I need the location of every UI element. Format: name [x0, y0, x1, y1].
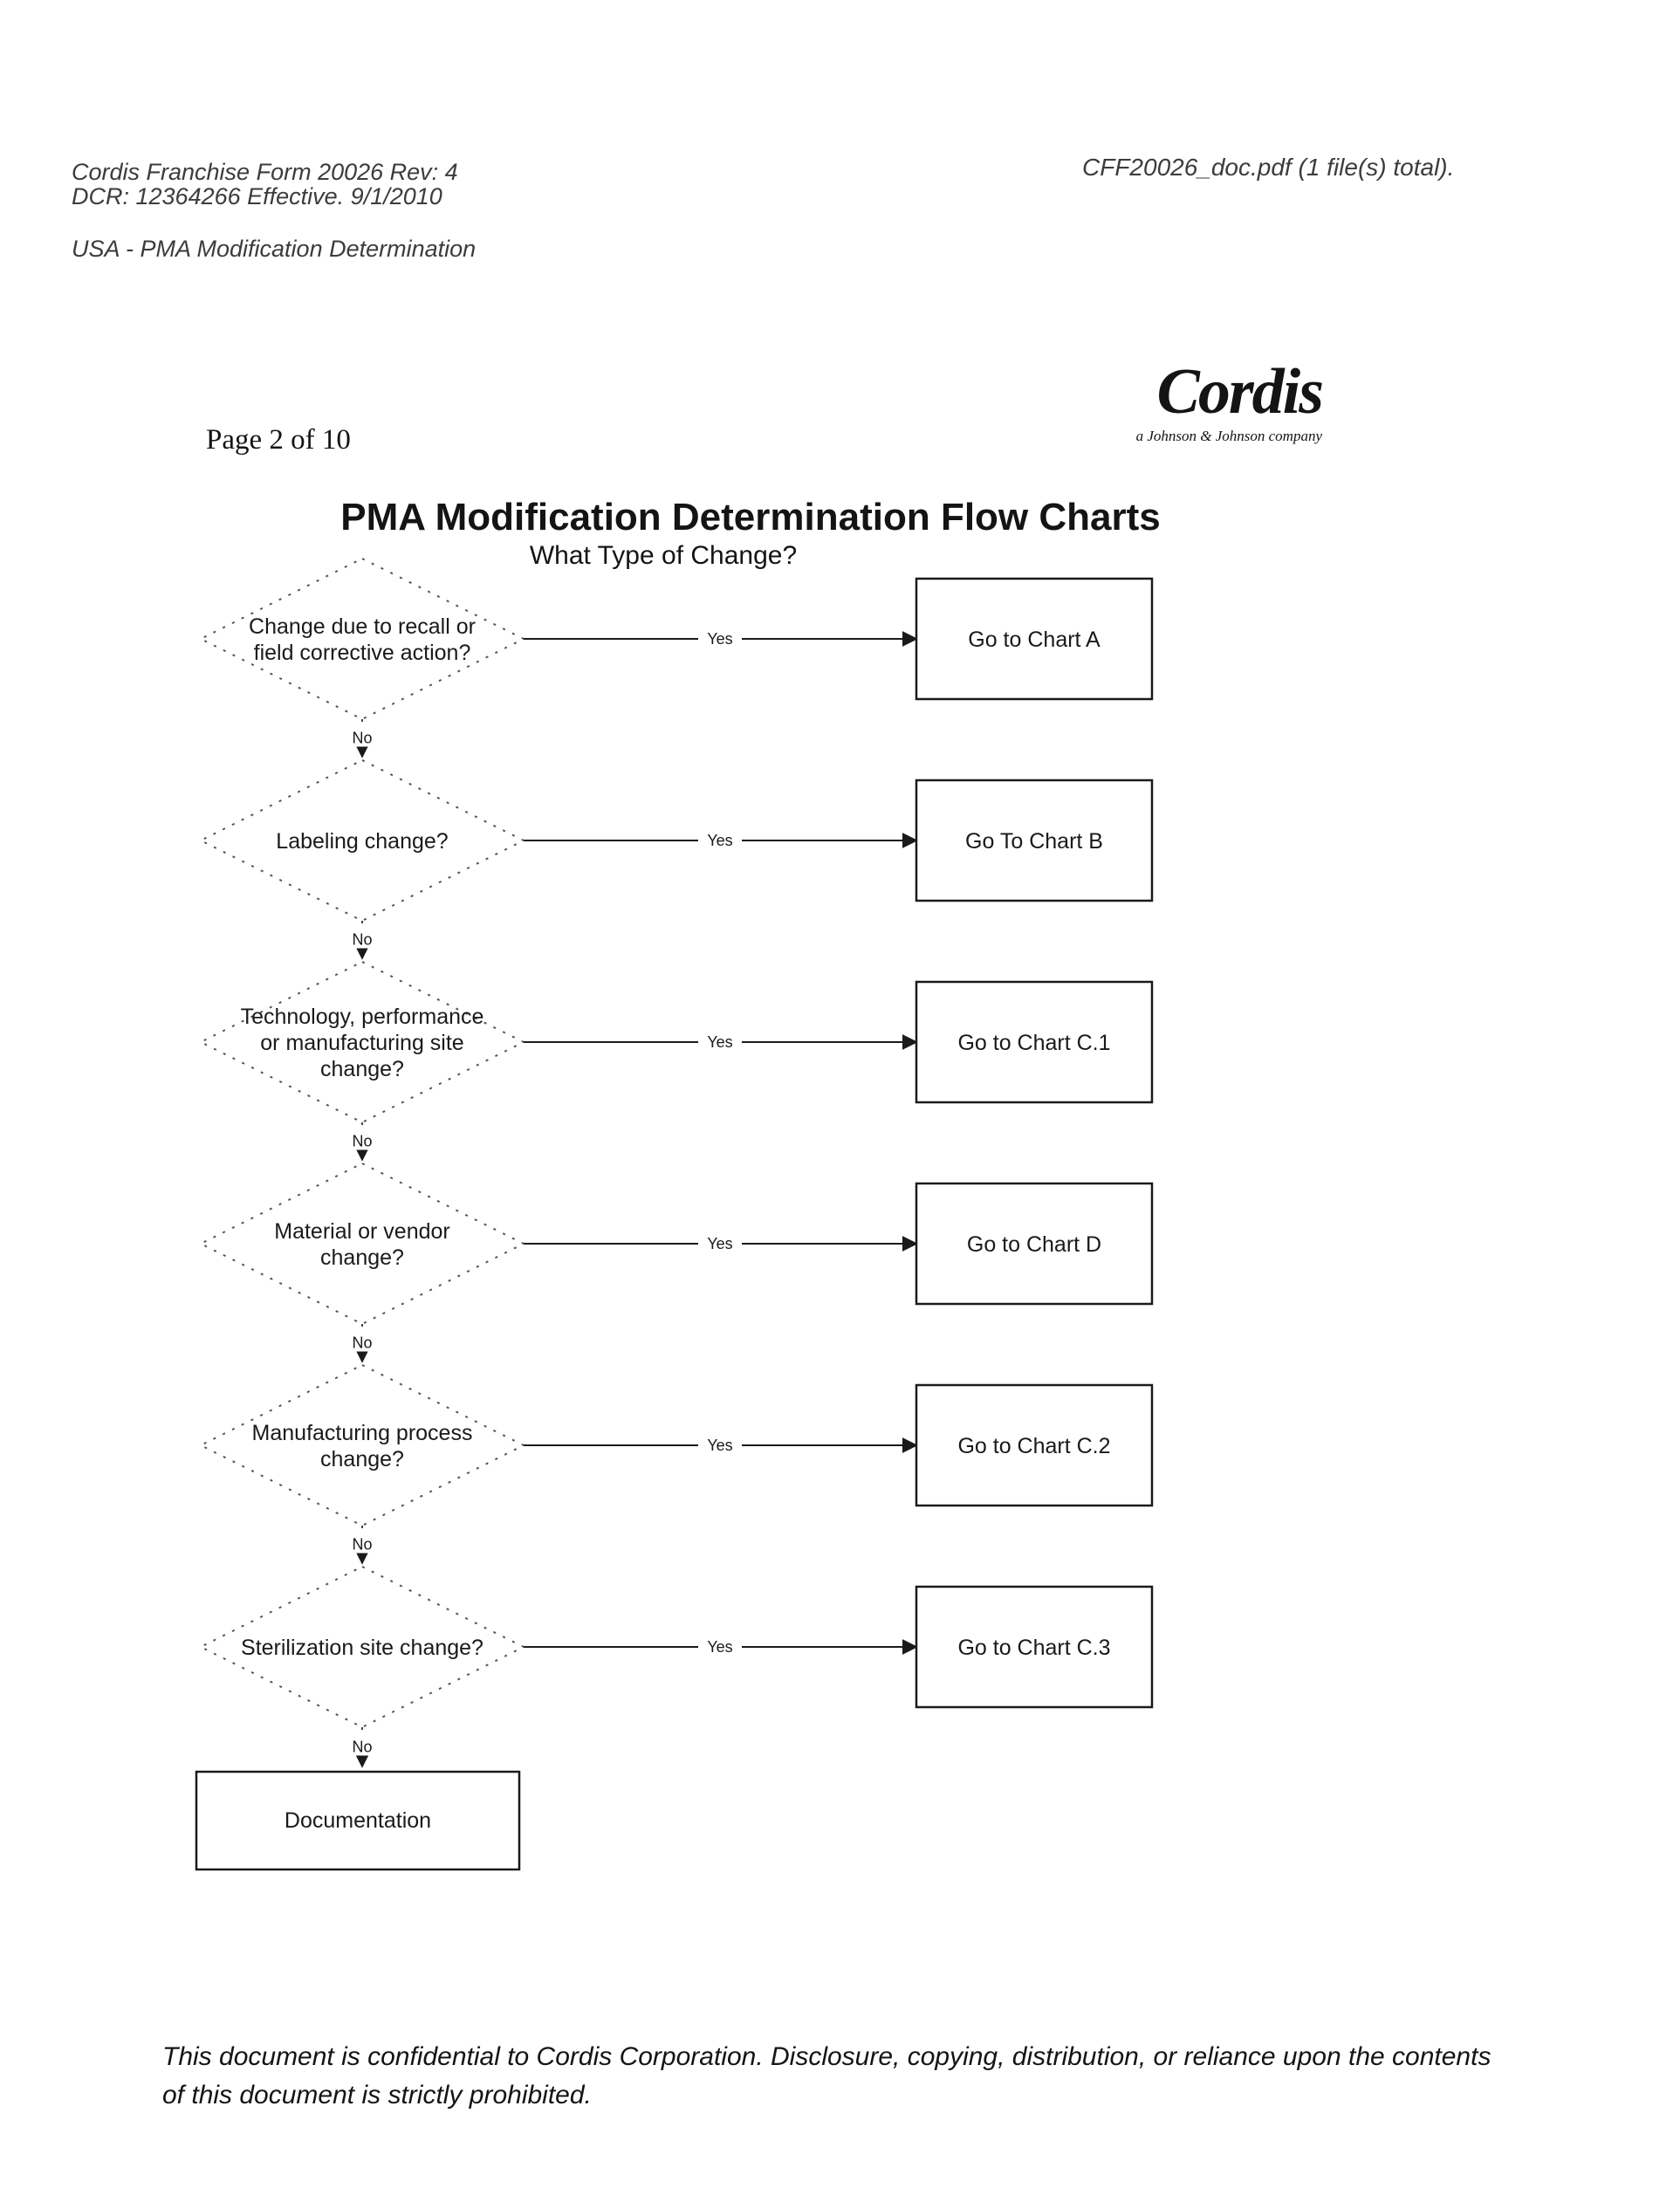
chart-target-box: [915, 1383, 1154, 1507]
no-label: No: [352, 1739, 372, 1756]
chart-target-box: [915, 1585, 1154, 1709]
yes-label-bg: [698, 1433, 742, 1454]
chart-target-label: Go to Chart C.1: [957, 1031, 1110, 1055]
decision-label: Labeling change?: [276, 829, 448, 854]
no-label: No: [352, 1133, 372, 1150]
yes-label: Yes: [707, 832, 732, 849]
dcr-line: DCR: 12364266 Effective. 9/1/2010: [72, 183, 442, 209]
decision-diamond: [198, 1363, 526, 1527]
no-label-bg: [346, 1332, 378, 1352]
no-label-bg: [346, 1736, 378, 1756]
yes-label-bg: [698, 1635, 742, 1656]
no-label: No: [352, 1536, 372, 1554]
decision-label: Manufacturing process: [252, 1421, 473, 1445]
no-label-bg: [346, 1533, 378, 1554]
confidentiality-line-2: of this document is strictly prohibited.: [162, 2081, 592, 2109]
chart-target-box: [915, 577, 1154, 701]
yes-label: Yes: [707, 630, 732, 648]
decision-diamond: [198, 557, 526, 721]
decision-label: Material or vendor: [274, 1219, 449, 1244]
decision-label: change?: [320, 1447, 404, 1471]
chart-target-label: Go to Chart D: [967, 1232, 1101, 1257]
decision-label: or manufacturing site: [260, 1031, 463, 1055]
page-number: Page 2 of 10: [206, 424, 351, 456]
chart-target-label: Go to Chart A: [968, 628, 1101, 652]
page-subtitle: What Type of Change?: [529, 541, 798, 570]
decision-label: field corrective action?: [254, 641, 471, 665]
decision-label: change?: [320, 1245, 404, 1270]
decision-diamond: [198, 1162, 526, 1326]
no-label: No: [352, 1334, 372, 1352]
confidentiality-line-1: This document is confidential to Cordis …: [162, 2042, 1491, 2071]
chart-target-label: Go to Chart C.3: [957, 1636, 1110, 1660]
decision-label: Change due to recall or: [249, 614, 476, 639]
chart-target-box: [915, 980, 1154, 1104]
logo-tagline: a Johnson & Johnson company: [1135, 428, 1322, 444]
chart-target-box: [915, 1182, 1154, 1306]
no-label: No: [352, 730, 372, 747]
decision-label: Technology, performance: [241, 1005, 484, 1029]
yes-label-bg: [698, 828, 742, 849]
file-name: CFF20026_doc.pdf (1 file(s) total).: [1082, 154, 1455, 181]
subject-line: USA - PMA Modification Determination: [72, 236, 477, 262]
documentation-box: [195, 1770, 521, 1871]
form-number: Cordis Franchise Form 20026 Rev: 4: [72, 159, 458, 185]
no-label-bg: [346, 929, 378, 949]
logo-wordmark: Cordis: [1156, 356, 1324, 428]
decision-label: change?: [320, 1057, 404, 1081]
yes-label: Yes: [707, 1033, 732, 1051]
chart-target-box: [915, 779, 1154, 902]
yes-label: Yes: [707, 1638, 732, 1656]
yes-label-bg: [698, 627, 742, 648]
documentation-label: Documentation: [285, 1808, 431, 1833]
chart-target-label: Go to Chart C.2: [957, 1434, 1110, 1458]
yes-label: Yes: [707, 1437, 732, 1454]
decision-label: Sterilization site change?: [241, 1636, 483, 1660]
no-label: No: [352, 931, 372, 949]
cordis-logo: Cordis a Johnson & Johnson company: [1078, 356, 1324, 445]
yes-label: Yes: [707, 1235, 732, 1252]
no-label-bg: [346, 727, 378, 747]
yes-label-bg: [698, 1231, 742, 1252]
page-title: PMA Modification Determination Flow Char…: [340, 496, 1161, 538]
chart-target-label: Go To Chart B: [965, 829, 1103, 854]
no-label-bg: [346, 1130, 378, 1150]
yes-label-bg: [698, 1030, 742, 1051]
